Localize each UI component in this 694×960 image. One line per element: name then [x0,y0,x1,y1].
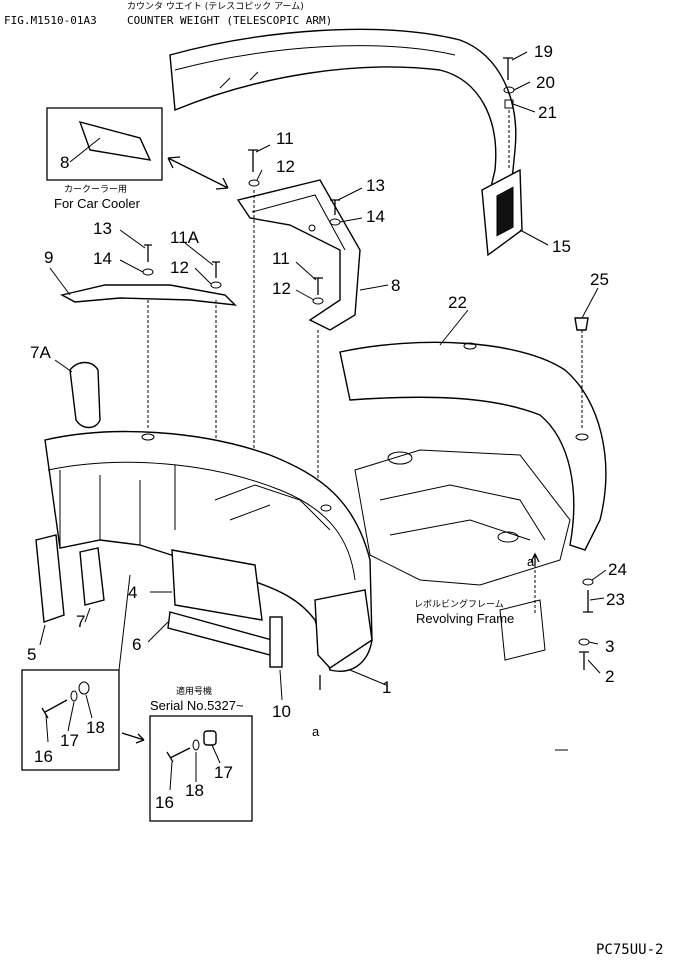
label-part-13-top: 13 [366,176,385,195]
bolt-set-before [41,681,90,719]
block-part-7 [79,547,105,606]
inset-arrow [121,732,145,744]
label-part-6: 6 [132,635,141,654]
label-part-13-left: 13 [93,219,112,238]
revolving-frame-label-jp: レボルビングフレーム [414,598,504,610]
label-part-7A: 7A [30,343,51,362]
label-part-21: 21 [538,103,557,122]
part-number-labels: 1 2 3 4 5 6 7 7A 8 9 10 11 11 11A 12 12 … [27,42,627,812]
label-part-24: 24 [608,560,627,579]
plate-part-4 [171,549,263,621]
bolt-cluster-right-top [503,57,515,170]
revolving-frame-label-en: Revolving Frame [416,611,514,626]
label-part-22: 22 [448,293,467,312]
label-part-11-mid: 11 [272,249,290,268]
car-cooler-inset-frame [46,107,163,181]
bolt-cluster-right-bottom [578,578,594,670]
label-part-11-top: 11 [276,129,294,148]
label-part-12-top: 12 [276,157,295,176]
label-part-16-after: 16 [155,793,174,812]
bolt-set-after [166,730,217,763]
label-part-10: 10 [272,702,291,721]
label-part-12-mid: 12 [272,279,291,298]
label-part-19: 19 [534,42,553,61]
label-part-1: 1 [382,678,391,697]
counterweight-part-1 [44,430,373,690]
car-cooler-label-en: For Car Cooler [54,196,141,211]
figure-id: FIG.M1510-01A3 [4,14,97,27]
label-part-23: 23 [606,590,625,609]
label-part-14-top: 14 [366,207,385,226]
label-part-4: 4 [128,583,137,602]
label-part-5: 5 [27,645,36,664]
header-japanese-title: カウンタ ウエイト (テレスコピック アーム) [127,1,304,12]
label-part-12-left: 12 [170,258,189,277]
leader-lines [45,51,607,791]
exchange-arrow [167,156,229,190]
rear-weight-part-22 [339,317,607,551]
bolt-inset-after-frame [149,715,253,822]
label-part-9: 9 [44,248,53,267]
label-part-18-before: 18 [86,718,105,737]
figure-title: COUNTER WEIGHT (TELESCOPIC ARM) [127,14,332,27]
pin-part-10 [269,616,283,668]
plate-part-9 [60,284,237,306]
cap-part-7A [69,361,101,429]
label-part-7: 7 [76,612,85,631]
label-part-17-before: 17 [60,731,79,750]
car-cooler-part-number: 8 [60,153,69,172]
car-cooler-label-jp: カークーラー用 [64,184,127,195]
label-part-2: 2 [605,667,614,686]
block-part-5 [35,534,65,623]
bracket-part-8 [236,179,361,331]
serial-label-en: Serial No.5327~ [150,698,244,713]
label-part-14-left: 14 [93,249,112,268]
top-cover-part-15 [169,28,523,257]
label-part-8: 8 [391,276,400,295]
label-part-3: 3 [605,637,614,656]
label-part-15: 15 [552,237,571,256]
serial-label-jp: 適用号機 [176,685,212,697]
revolving-frame [354,449,571,661]
label-part-18-after: 18 [185,781,204,800]
reference-mark-a-bottom: a [312,724,320,739]
model-code: PC75UU-2 [596,942,663,958]
label-part-17-after: 17 [214,763,233,782]
car-cooler-plate [78,120,152,161]
label-part-20: 20 [536,73,555,92]
reference-mark-a-right: a [527,554,535,569]
bolt-cluster-top-center [248,149,341,500]
label-part-11A: 11A [170,228,200,247]
bolt-inset-before-frame [21,669,120,771]
label-part-25: 25 [590,270,609,289]
label-part-16-before: 16 [34,747,53,766]
